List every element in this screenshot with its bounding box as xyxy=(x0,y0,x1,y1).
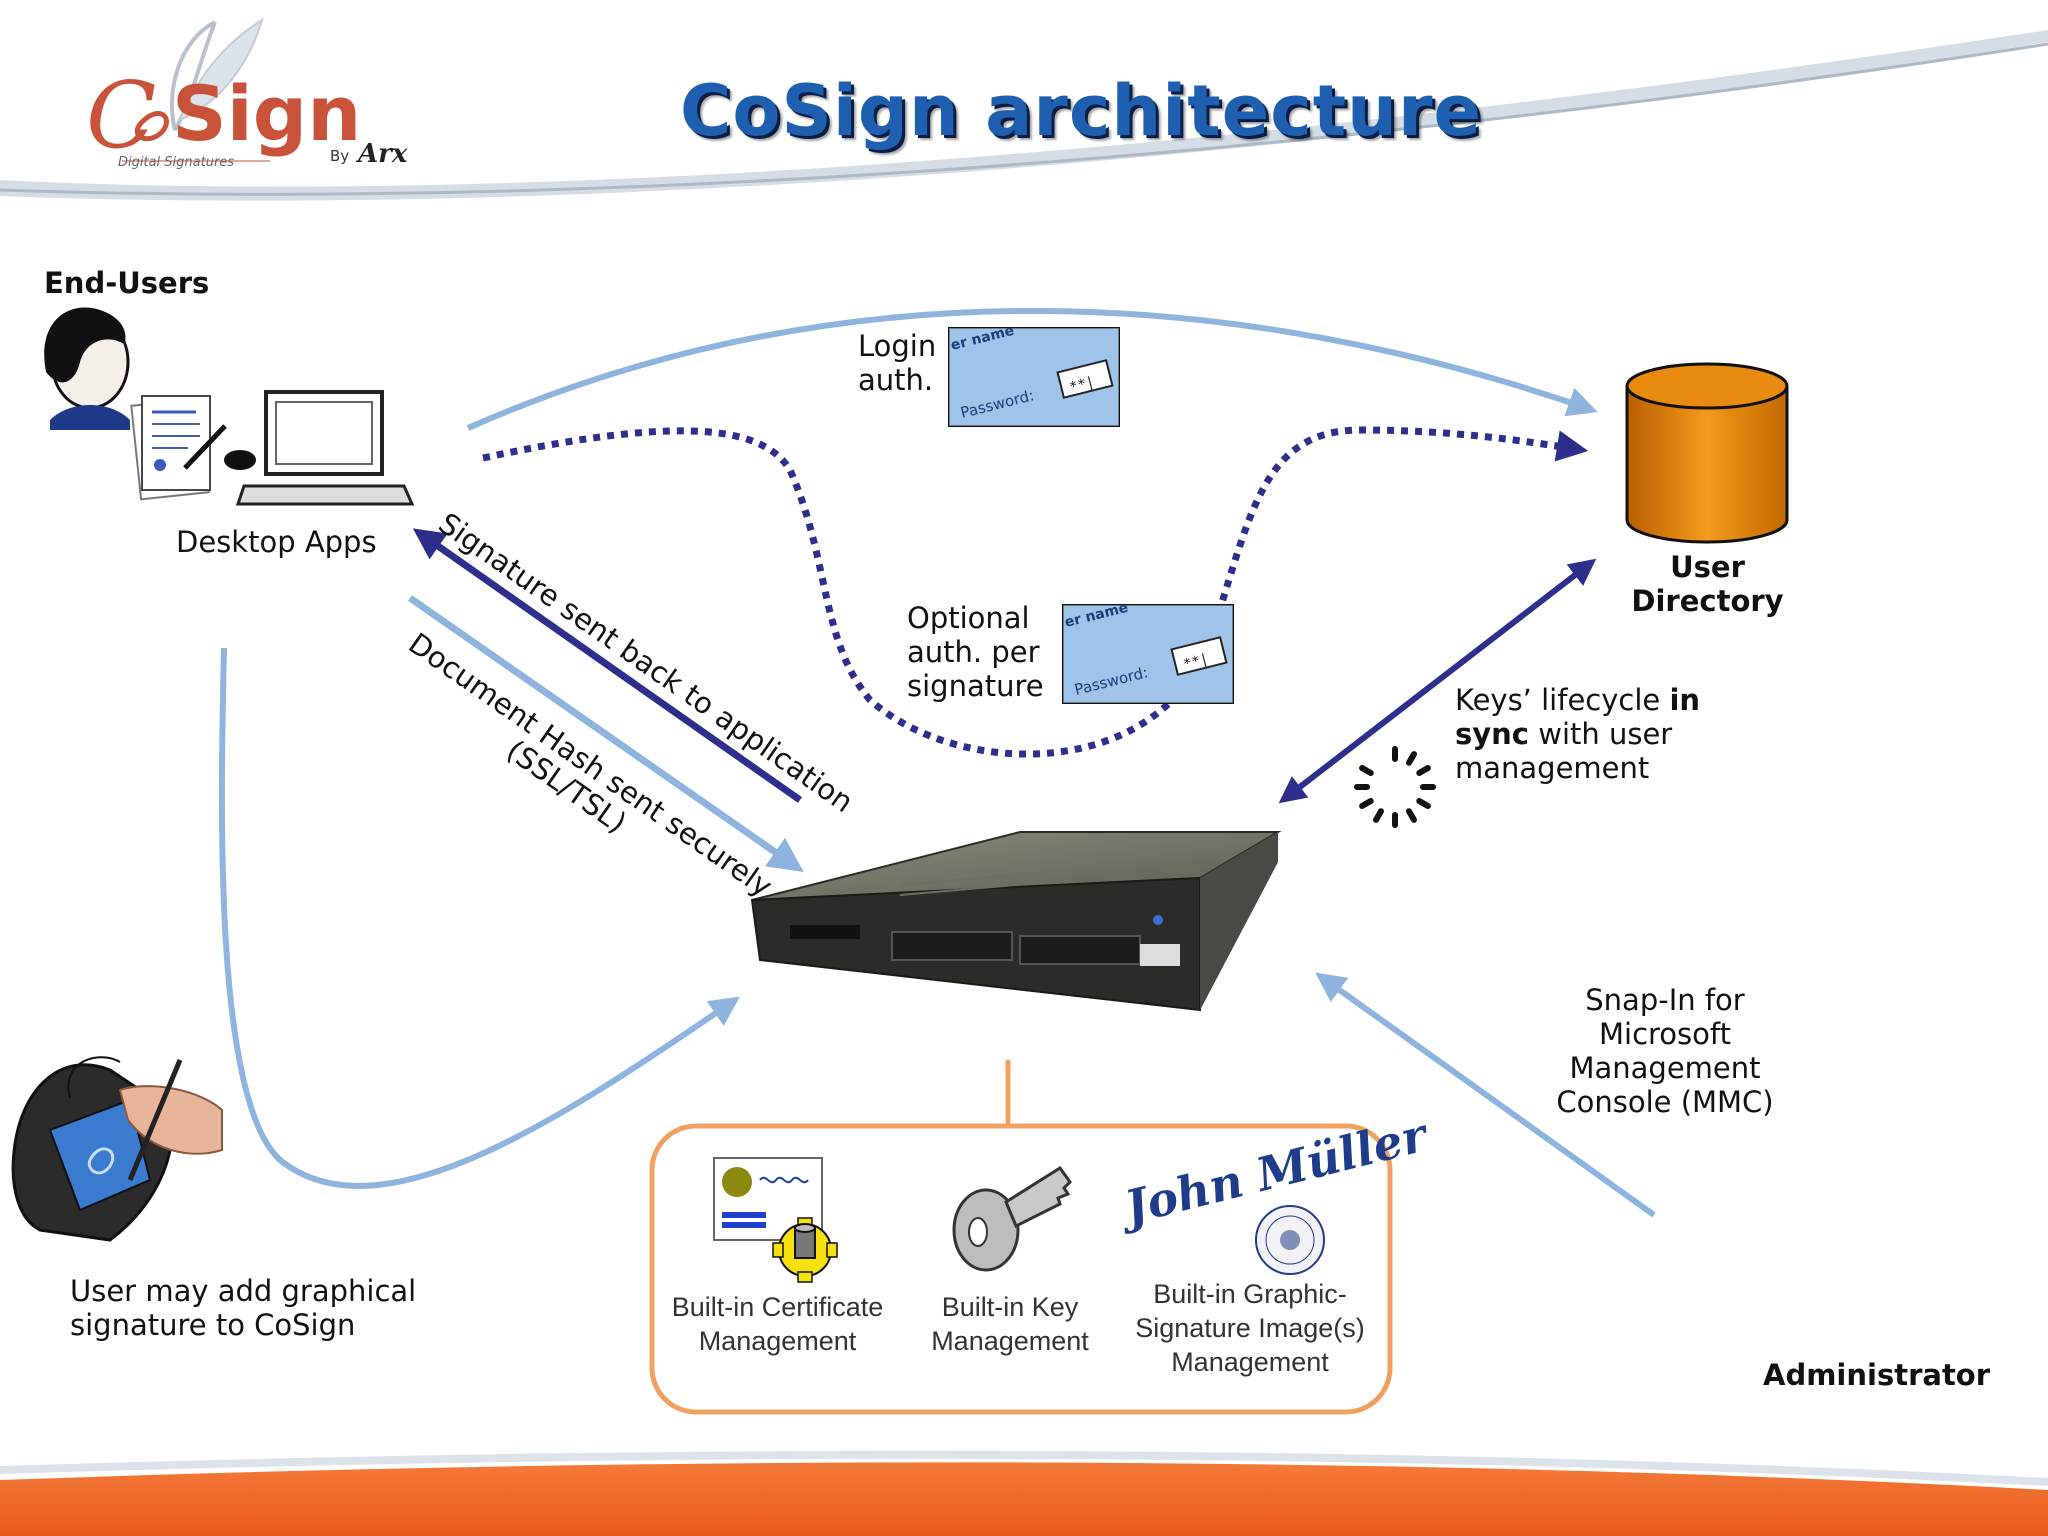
graphic-signature-icon: John Müller xyxy=(1112,1107,1435,1275)
user-directory-label: User Directory xyxy=(1631,550,1784,618)
arrow-pad-to-server xyxy=(218,647,740,1189)
desktop-apps-label: Desktop Apps xyxy=(176,525,377,559)
arrow-signature-back xyxy=(412,528,803,803)
arrow-admin-to-server xyxy=(1315,972,1656,1218)
desktop-apps-illustration xyxy=(130,390,415,506)
component-key-label: Built-in Key Management xyxy=(931,1292,1089,1356)
certificate-icon xyxy=(713,1157,838,1283)
user-may-add-label: User may add graphical signature to CoSi… xyxy=(70,1274,417,1342)
svg-text:Sign: Sign xyxy=(172,69,361,158)
sync-icon xyxy=(1354,746,1436,828)
arrow-dotted-to-directory xyxy=(482,426,1589,758)
optional-auth-label: Optional auth. per signature xyxy=(907,601,1044,703)
snap-in-label: Snap-In for Microsoft Management Console… xyxy=(1556,983,1774,1119)
page-title: CoSign architecture xyxy=(680,70,1482,152)
svg-text:C: C xyxy=(86,62,156,169)
login-value-text: **| xyxy=(1068,374,1096,396)
login-screen-graphic-2: er name Password: **| xyxy=(1062,600,1234,704)
svg-text:By: By xyxy=(330,147,349,165)
signature-pad-illustration xyxy=(11,1056,223,1242)
footer-band xyxy=(0,1462,2048,1536)
key-icon xyxy=(952,1165,1072,1272)
svg-text:Arx: Arx xyxy=(355,139,408,169)
component-graphic-signature-label: Built-in Graphic- Signature Image(s) Man… xyxy=(1135,1279,1365,1377)
database-icon xyxy=(1625,362,1789,544)
arrow-login-to-directory xyxy=(466,307,1598,431)
svg-text:Digital Signatures: Digital Signatures xyxy=(118,155,234,170)
end-user-avatar xyxy=(44,307,130,430)
arrow-document-hash xyxy=(408,595,804,872)
login-screen-graphic: er name Password: **| xyxy=(948,323,1120,427)
component-certificate-label: Built-in Certificate Management xyxy=(671,1292,884,1356)
keys-lifecycle-label: Keys’ lifecycle in sync with user manage… xyxy=(1455,683,1701,785)
header-swoosh xyxy=(0,30,2048,201)
cosign-server-appliance xyxy=(750,831,1282,1012)
administrator-label: Administrator xyxy=(1763,1358,1991,1392)
components-box xyxy=(649,1123,1393,1415)
cosign-logo: C Sign Digital Signatures By Arx xyxy=(86,17,408,170)
end-users-label: End-Users xyxy=(44,266,210,300)
arrow-directory-sync xyxy=(1278,558,1597,804)
login2-value-text: **| xyxy=(1182,651,1210,673)
login-auth-label: Login auth. xyxy=(858,329,937,397)
